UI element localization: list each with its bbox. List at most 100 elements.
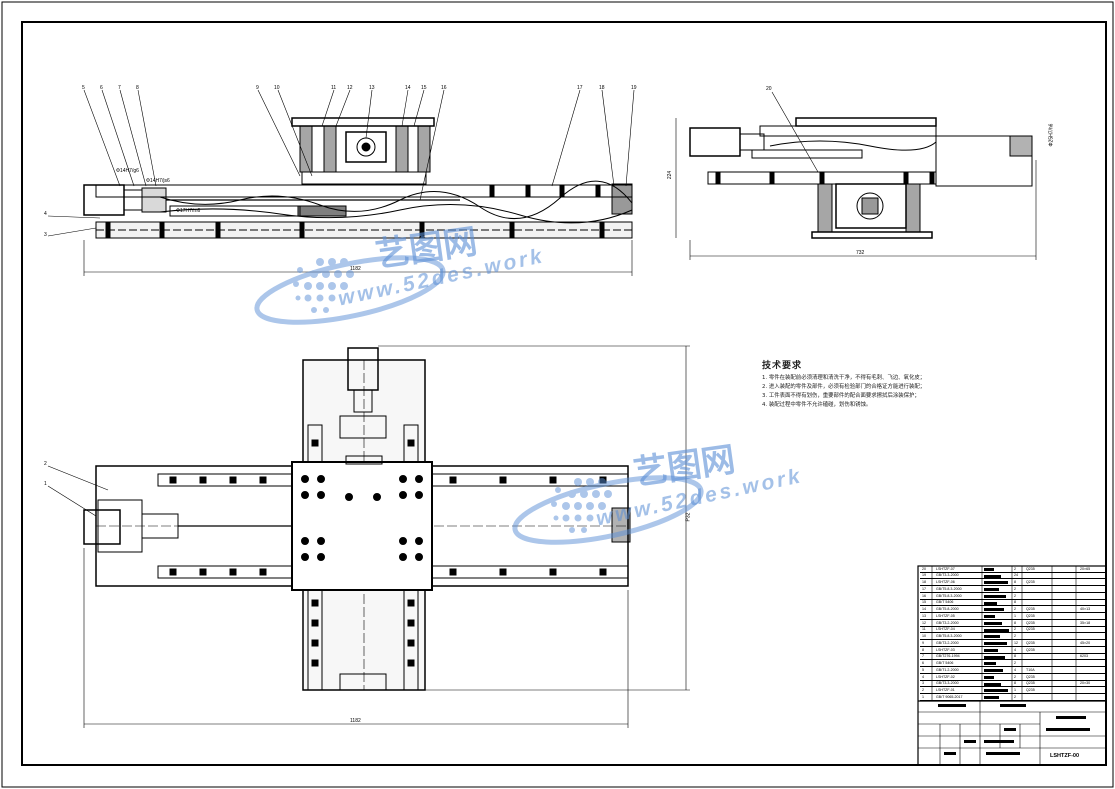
bom-cell-code: LSHTZF-02 <box>936 674 955 679</box>
dim-plan-length: 1182 <box>350 718 361 724</box>
side-view <box>675 91 1037 260</box>
callout-number: 2 <box>44 461 47 467</box>
bom-cell-qty: 2 <box>1014 566 1016 571</box>
bom-cell-code: LSHTZF-06 <box>936 580 955 584</box>
bom-cell-note: 35×18 <box>1080 620 1091 625</box>
bom-cell-qty: 2 <box>1014 586 1016 591</box>
bom-cell-code: LSHTZF-05 <box>936 613 955 618</box>
bom-cell-no: 10 <box>922 634 926 638</box>
bom-cell-no: 6 <box>922 661 924 665</box>
bom-cell-code: GB/T5.8.3-2000 <box>936 586 962 591</box>
bom-row: 18 LSHTZF-06 8 Q235 <box>920 580 1106 587</box>
callout-number: 20 <box>766 86 772 92</box>
callout-number: 15 <box>421 85 427 91</box>
bom-cell-mat: Q235 <box>1026 688 1035 692</box>
callout-number: 12 <box>347 85 353 91</box>
watermark-logo-1 <box>254 255 446 325</box>
bom-cell-mat: T10A <box>1026 667 1035 672</box>
callout-number: 5 <box>82 85 85 91</box>
fit-annotation: Φ25H7/h6 <box>1048 123 1055 147</box>
bom-cell-note: 40×13 <box>1080 607 1091 611</box>
callout-number: 11 <box>331 85 337 91</box>
bom-row: 16 GB/T5.8.3-2000 2 <box>920 593 1106 600</box>
bom-cell-no: 5 <box>922 667 924 672</box>
center-carriage <box>291 461 433 591</box>
motor-left <box>83 184 125 216</box>
tech-req-line: 2. 进入装配的零件及部件，必须有检验部门的合格证方能进行装配； <box>762 384 926 390</box>
bom-cell-qty: 2 <box>1014 674 1016 679</box>
fit-annotation: Φ14H7/g6 <box>116 168 139 174</box>
dim-side-height: 224 <box>667 170 674 180</box>
callout-number: 3 <box>44 232 47 238</box>
bom-cell-qty: 2 <box>1014 694 1016 699</box>
bom-cell-code: GB/T5.8.3-2000 <box>936 593 962 598</box>
top-plate <box>291 117 435 127</box>
callout-number: 7 <box>118 85 121 91</box>
bom-cell-mat: Q235 <box>1026 620 1035 625</box>
bom-cell-mat: Q235 <box>1026 627 1035 632</box>
bom-name-redacted <box>984 689 1008 693</box>
bom-cell-no: 15 <box>922 600 926 605</box>
bom-cell-code: GB/T 5406 <box>936 661 954 665</box>
bom-cell-no: 16 <box>922 593 926 598</box>
bom-cell-no: 11 <box>922 627 926 632</box>
bom-name-redacted <box>984 696 999 700</box>
callout-number: 18 <box>599 85 605 91</box>
bom-cell-code: GB/T3.2-2000 <box>936 640 959 645</box>
bom-name-redacted <box>984 588 999 592</box>
bom-name-redacted <box>984 621 1002 625</box>
callout-number: 10 <box>274 85 280 91</box>
bom-cell-no: 3 <box>922 681 924 686</box>
bom-cell-no: 4 <box>922 674 924 679</box>
bom-cell-qty: 8 <box>1014 654 1016 659</box>
bom-cell-qty: 8 <box>1014 620 1016 625</box>
callout-number: 13 <box>369 85 375 91</box>
bom-cell-code: GB/T5.8.3-2000 <box>936 634 962 638</box>
callout-number: 14 <box>405 85 411 91</box>
bom-name-redacted <box>984 567 994 571</box>
bom-cell-no: 18 <box>922 580 926 584</box>
technical-requirements: 技术要求 1. 零件在装配前必须清理和清洗干净，不得有毛刺、飞边、氧化皮； 2.… <box>762 358 992 410</box>
bom-name-redacted <box>984 601 997 605</box>
bom-name-redacted <box>984 675 994 679</box>
bom-cell-no: 17 <box>922 586 926 591</box>
bom-cell-mat: Q235 <box>1026 580 1035 584</box>
bom-cell-no: 9 <box>922 640 924 645</box>
bom-cell-qty: 8 <box>1014 580 1016 584</box>
tech-req-line: 1. 零件在装配前必须清理和清洗干净，不得有毛刺、飞边、氧化皮； <box>762 375 926 381</box>
bom-cell-mat: Q235 <box>1026 566 1035 571</box>
bom-row: 10 GB/T5.8.3-2000 2 <box>920 634 1106 641</box>
bom-cell-no: 12 <box>922 620 926 625</box>
rail-beam <box>95 184 633 198</box>
bom-cell-code: GB/T3.3-2000 <box>936 573 959 578</box>
callout-number: 4 <box>44 211 47 217</box>
bom-name-redacted <box>984 635 1000 639</box>
bom-cell-note: 20×30 <box>1080 681 1091 686</box>
carriage-block <box>301 171 427 185</box>
drawing-number: LSHTZF-00 <box>1050 753 1080 759</box>
bom-name-redacted <box>984 642 1007 646</box>
dim-plan-width: P32 <box>685 512 692 522</box>
callout-number: 9 <box>256 85 259 91</box>
bom-cell-no: 13 <box>922 613 926 618</box>
bom-cell-qty: 2 <box>1014 593 1016 598</box>
front-view <box>47 89 635 276</box>
bom-cell-code: LSHTZF-01 <box>936 688 955 692</box>
bom-cell-qty: 1 <box>1014 613 1016 618</box>
bom-cell-mat: Q235 <box>1026 674 1035 679</box>
bom-cell-qty: 2 <box>1014 634 1016 638</box>
bom-cell-code: GB/T3.3-2000 <box>936 681 959 686</box>
